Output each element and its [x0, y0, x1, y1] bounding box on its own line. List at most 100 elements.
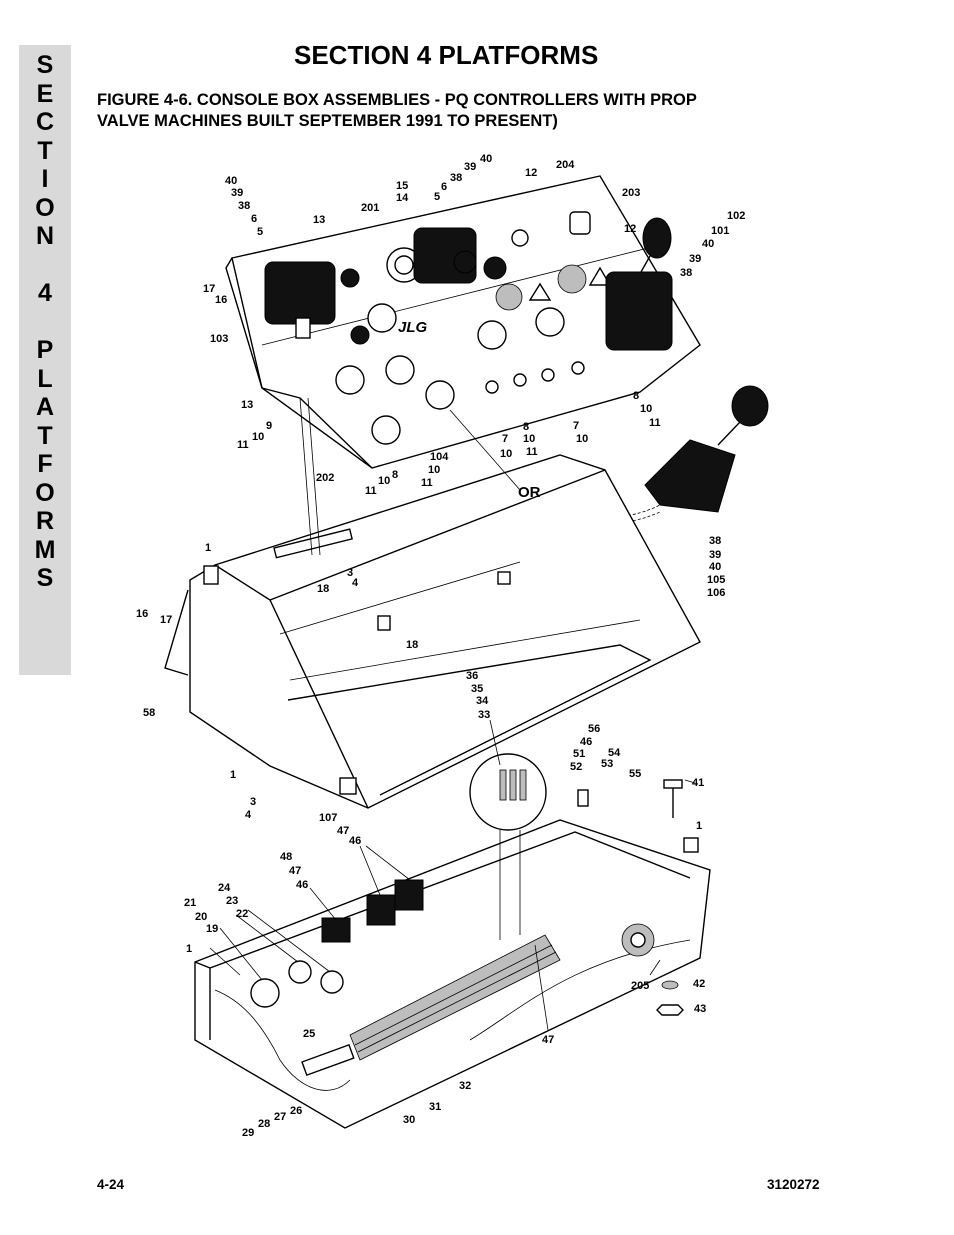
figure-title-line-2: VALVE MACHINES BUILT SEPTEMBER 1991 TO P… — [97, 112, 558, 130]
callout-label: 54 — [608, 747, 621, 759]
callout-label: 7 — [573, 420, 579, 432]
side-letter: O — [35, 478, 55, 507]
callout-label: 10 — [576, 433, 588, 445]
callout-label: 39 — [464, 161, 476, 173]
callout-label: 5 — [257, 226, 263, 238]
callout-label: 8 — [633, 390, 639, 402]
callout-label: 38 — [680, 267, 692, 279]
callout-label: 51 — [573, 748, 585, 760]
callout-label: 47 — [337, 825, 349, 837]
callout-label: 6 — [251, 213, 257, 225]
callout-label: 102 — [727, 210, 745, 222]
callout-label: 42 — [693, 978, 705, 990]
callout-label: 10 — [640, 403, 652, 415]
callout-label: 17 — [160, 614, 172, 626]
side-letter: 4 — [38, 279, 52, 307]
callout-label: 28 — [258, 1118, 270, 1130]
callout-label: 38 — [709, 535, 721, 547]
callout-label: 11 — [237, 439, 249, 451]
callout-label: 31 — [429, 1101, 441, 1113]
callout-label: 10 — [252, 431, 264, 443]
side-letter: M — [34, 535, 56, 564]
callout-label: 40 — [709, 561, 721, 573]
side-tab-letters: S E C T I O N 4 P L A T F O R M S — [19, 51, 71, 593]
callout-label: 40 — [225, 175, 237, 187]
side-letter: C — [35, 108, 55, 136]
callout-label: 46 — [580, 736, 592, 748]
callout-label: 1 — [696, 820, 702, 832]
callout-label: 46 — [296, 879, 308, 891]
callout-label: 13 — [313, 214, 325, 226]
callout-label: 205 — [631, 980, 649, 992]
side-letter: T — [37, 136, 53, 165]
callout-label: 15 — [396, 180, 408, 192]
console-housing — [164, 454, 701, 809]
callout-label: 5 — [434, 191, 440, 203]
callout-label: 46 — [349, 835, 361, 847]
callout-label: 10 — [378, 475, 390, 487]
side-letter: O — [35, 193, 55, 222]
callout-label: 20 — [195, 911, 207, 923]
callout-label: 19 — [206, 923, 218, 935]
callout-label: 39 — [689, 253, 701, 265]
callout-label: 106 — [707, 587, 725, 599]
document-number: 3120272 — [767, 1177, 820, 1192]
callout-label: 3 — [347, 567, 353, 579]
callout-label: 34 — [476, 695, 489, 707]
callout-label: 1 — [186, 943, 192, 955]
callout-label: 39 — [231, 187, 243, 199]
callout-label: 4 — [245, 809, 252, 821]
jlg-logo: JLG — [398, 319, 428, 336]
callout-label: 53 — [601, 758, 613, 770]
callout-label: 36 — [466, 670, 478, 682]
callout-label: 25 — [303, 1028, 315, 1040]
callout-label: 10 — [500, 448, 512, 460]
side-letter: R — [35, 507, 55, 535]
callout-label: 204 — [556, 159, 575, 171]
console-base — [194, 753, 711, 1129]
callout-label: 11 — [649, 417, 661, 429]
side-letter: L — [37, 364, 53, 393]
callout-label: 10 — [428, 464, 440, 476]
callout-label: 12 — [624, 223, 636, 235]
callout-label: 38 — [450, 172, 462, 184]
callout-label: 55 — [629, 768, 641, 780]
callout-label: 3 — [250, 796, 256, 808]
callout-label: 17 — [203, 283, 215, 295]
callout-label: 101 — [711, 225, 729, 237]
callout-label: 8 — [523, 421, 529, 433]
side-letter: S — [36, 564, 54, 592]
callout-label: 16 — [215, 294, 227, 306]
callout-label: 11 — [421, 477, 433, 489]
callout-label: 6 — [441, 181, 447, 193]
side-letter: N — [35, 222, 55, 250]
callout-label: 11 — [526, 446, 538, 458]
callout-label: 32 — [459, 1080, 471, 1092]
callout-label: 22 — [236, 908, 248, 920]
callout-label: 1 — [230, 769, 236, 781]
callout-label: 203 — [622, 187, 640, 199]
callout-label: 201 — [361, 202, 379, 214]
figure-title: FIGURE 4-6. CONSOLE BOX ASSEMBLIES - PQ … — [97, 90, 857, 132]
callout-label: 104 — [430, 451, 449, 463]
callout-label: 33 — [478, 709, 490, 721]
callout-leader-lines — [209, 397, 696, 1031]
callout-label: 38 — [238, 200, 250, 212]
callout-label: 30 — [403, 1114, 415, 1126]
callout-label: 1 — [205, 542, 211, 554]
callout-label: 24 — [218, 882, 231, 894]
side-letter: F — [37, 450, 53, 478]
page-number: 4-24 — [97, 1177, 125, 1192]
callout-label: 16 — [136, 608, 148, 620]
callout-label: 14 — [396, 192, 409, 204]
side-letter: P — [36, 336, 54, 364]
callout-label: 39 — [709, 549, 721, 561]
callout-label: 9 — [266, 420, 272, 432]
figure-title-line-1: FIGURE 4-6. CONSOLE BOX ASSEMBLIES - PQ … — [97, 91, 697, 109]
side-letter: T — [37, 421, 53, 450]
callout-label: 4 — [352, 577, 359, 589]
callout-label: 202 — [316, 472, 334, 484]
callout-label: 11 — [365, 485, 377, 497]
callout-label: 52 — [570, 761, 582, 773]
